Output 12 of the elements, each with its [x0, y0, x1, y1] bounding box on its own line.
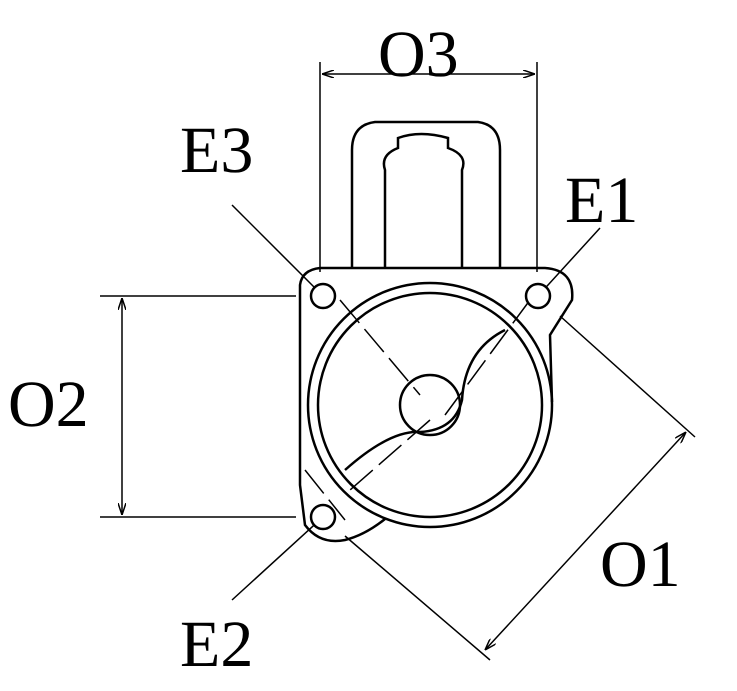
dimension-label: O2 [8, 372, 89, 438]
part-label: E3 [180, 118, 254, 184]
leader-line [546, 228, 601, 288]
leader-line [232, 524, 315, 601]
part-label: E2 [180, 612, 254, 678]
dimension-label: O3 [378, 22, 459, 88]
mounting-hole [310, 282, 336, 310]
dimension-label: O1 [600, 532, 681, 598]
leader-line [231, 204, 316, 288]
part-label: E1 [565, 168, 638, 234]
mounting-hole [524, 282, 552, 310]
mounting-hole [310, 504, 336, 530]
